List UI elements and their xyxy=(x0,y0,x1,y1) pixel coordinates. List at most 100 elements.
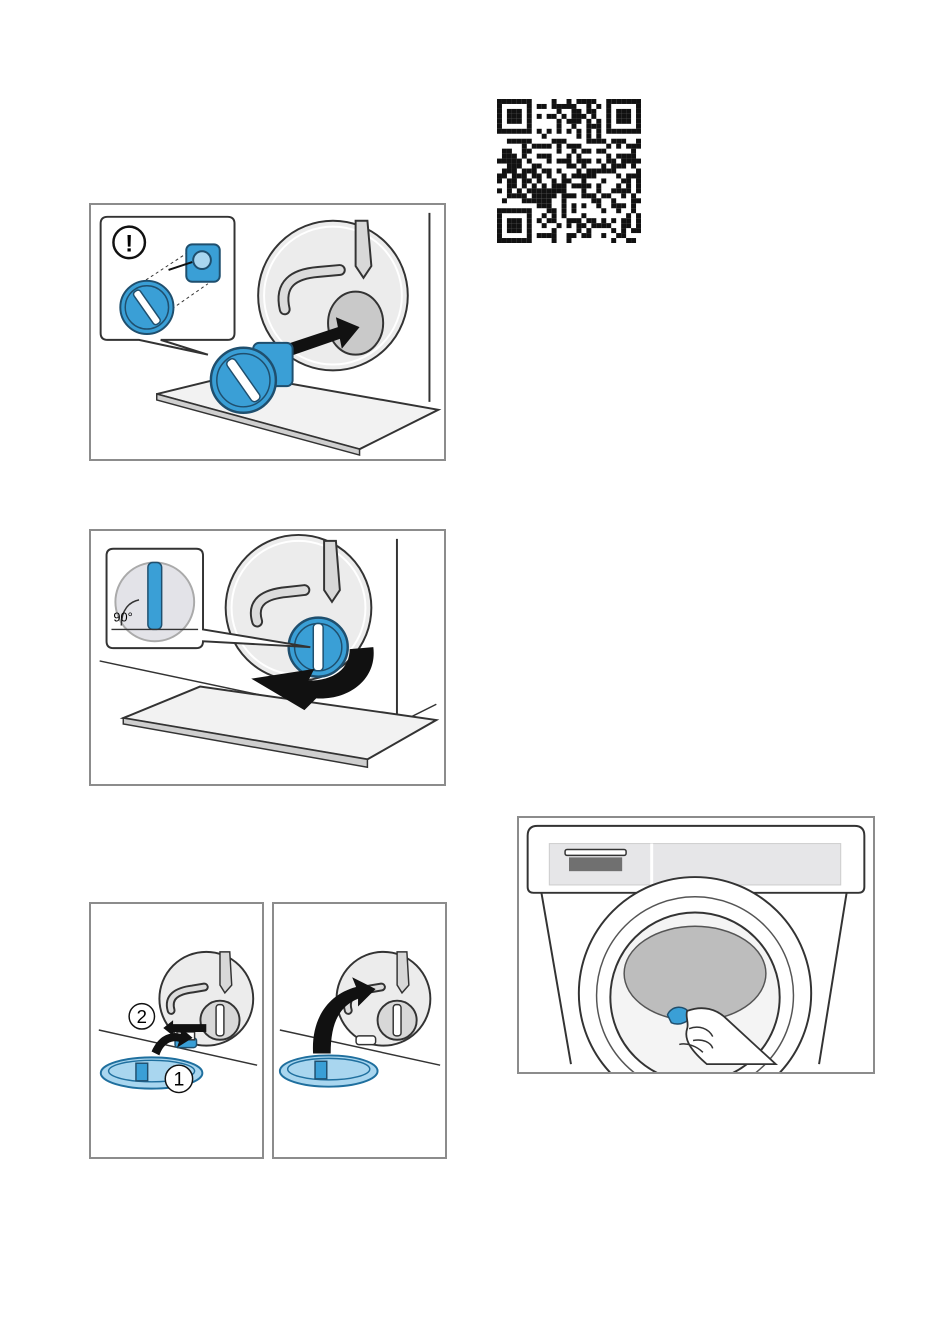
qr-module xyxy=(581,99,586,104)
qr-module xyxy=(626,154,631,159)
qr-module xyxy=(626,238,631,243)
qr-module xyxy=(527,208,532,213)
qr-module xyxy=(636,159,641,164)
qr-module xyxy=(636,169,641,174)
lever xyxy=(356,221,372,278)
qr-module xyxy=(507,159,512,164)
qr-module xyxy=(626,173,631,178)
qr-module xyxy=(616,188,621,193)
qr-module xyxy=(507,193,512,198)
qr-module xyxy=(626,178,631,183)
qr-module xyxy=(591,169,596,174)
qr-module xyxy=(562,188,567,193)
qr-module xyxy=(552,218,557,223)
qr-module xyxy=(547,218,552,223)
qr-module xyxy=(542,169,547,174)
qr-module xyxy=(567,233,572,238)
qr-module xyxy=(502,238,507,243)
qr-module xyxy=(547,114,552,119)
qr-module xyxy=(567,193,572,198)
qr-module xyxy=(616,129,621,134)
qr-module xyxy=(512,129,517,134)
qr-module xyxy=(497,114,502,119)
qr-module xyxy=(596,183,601,188)
qr-module xyxy=(576,144,581,149)
qr-module xyxy=(611,99,616,104)
qr-module xyxy=(512,139,517,144)
step-1-label: 1 xyxy=(174,1069,185,1091)
qr-module xyxy=(631,198,636,203)
qr-module xyxy=(626,213,631,218)
qr-module xyxy=(571,144,576,149)
qr-module xyxy=(601,233,606,238)
qr-module xyxy=(557,109,562,114)
qr-module xyxy=(567,99,572,104)
qr-module xyxy=(507,139,512,144)
qr-module xyxy=(537,129,542,134)
qr-module xyxy=(567,159,572,164)
qr-module xyxy=(616,114,621,119)
qr-module xyxy=(537,178,542,183)
qr-module xyxy=(576,114,581,119)
flap-hook xyxy=(356,1036,376,1045)
qr-module xyxy=(571,173,576,178)
service-flap xyxy=(280,1055,378,1086)
qr-module xyxy=(547,144,552,149)
qr-module xyxy=(636,129,641,134)
qr-module xyxy=(497,109,502,114)
qr-module xyxy=(631,99,636,104)
qr-module xyxy=(626,119,631,124)
qr-module xyxy=(631,208,636,213)
qr-module xyxy=(527,104,532,109)
figure-flap-lift xyxy=(272,902,447,1159)
qr-module xyxy=(497,124,502,129)
qr-module xyxy=(532,173,537,178)
qr-module xyxy=(537,104,542,109)
qr-module xyxy=(552,104,557,109)
qr-module xyxy=(636,114,641,119)
qr-module xyxy=(621,178,626,183)
qr-module xyxy=(626,114,631,119)
qr-module xyxy=(621,164,626,169)
qr-module xyxy=(606,169,611,174)
qr-module xyxy=(626,144,631,149)
washer-front-illustration xyxy=(519,818,873,1072)
qr-module xyxy=(497,213,502,218)
qr-module xyxy=(571,208,576,213)
qr-module xyxy=(507,188,512,193)
qr-module xyxy=(576,99,581,104)
qr-module xyxy=(557,124,562,129)
qr-module xyxy=(586,228,591,233)
qr-module xyxy=(532,164,537,169)
qr-module xyxy=(631,173,636,178)
qr-module xyxy=(581,233,586,238)
qr-module xyxy=(606,129,611,134)
qr-module xyxy=(636,99,641,104)
qr-module xyxy=(621,218,626,223)
qr-module xyxy=(606,124,611,129)
qr-module xyxy=(626,99,631,104)
qr-module xyxy=(562,183,567,188)
qr-module xyxy=(527,218,532,223)
qr-module xyxy=(552,178,557,183)
flap-lift-illustration xyxy=(274,904,445,1157)
qr-module xyxy=(512,169,517,174)
qr-module xyxy=(596,188,601,193)
qr-module xyxy=(527,223,532,228)
qr-module xyxy=(532,188,537,193)
qr-module xyxy=(601,169,606,174)
qr-module xyxy=(586,183,591,188)
qr-module xyxy=(542,154,547,159)
qr-module xyxy=(522,144,527,149)
qr-module xyxy=(507,109,512,114)
qr-module xyxy=(591,223,596,228)
qr-module xyxy=(611,198,616,203)
qr-module xyxy=(611,203,616,208)
qr-module xyxy=(576,134,581,139)
qr-module xyxy=(611,188,616,193)
qr-module xyxy=(497,238,502,243)
qr-module xyxy=(497,223,502,228)
warning-symbol: ! xyxy=(125,231,133,257)
qr-module xyxy=(557,104,562,109)
qr-module xyxy=(581,188,586,193)
